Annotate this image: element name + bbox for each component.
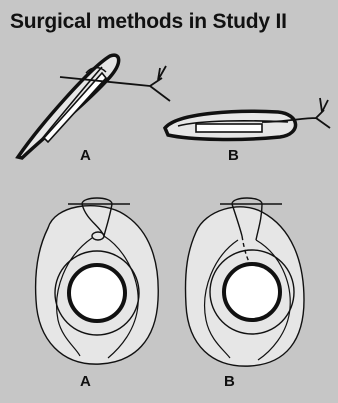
method-a-implant (44, 73, 106, 142)
method-a-inner-pocket (36, 67, 102, 146)
label-a-top: A (80, 147, 91, 164)
method-a-inner-ring (69, 265, 125, 321)
method-b-implant (196, 124, 262, 132)
label-b-bottom: B (224, 373, 235, 390)
method-b-frontal-view (185, 198, 304, 366)
method-a-lateral-view (18, 55, 170, 158)
label-a-bottom: A (80, 373, 91, 390)
label-b-top: B (228, 147, 239, 164)
method-a-frontal-view (36, 198, 159, 364)
method-b-inner-ring (224, 264, 280, 320)
method-b-lateral-view (165, 98, 330, 139)
